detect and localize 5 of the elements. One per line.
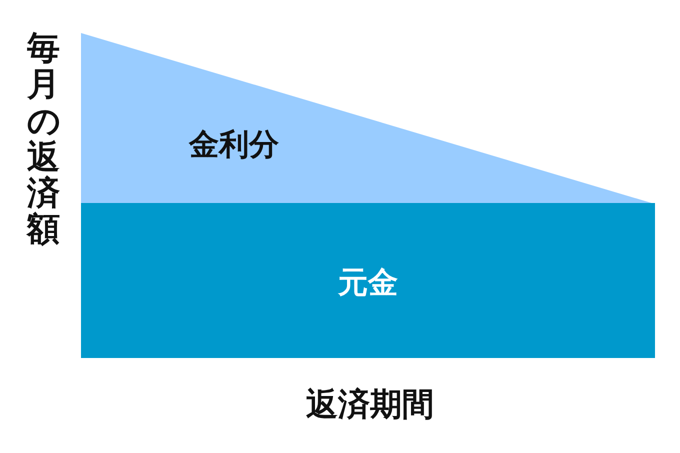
area-label: 元金 [338,264,398,302]
area-label: 金利分 [189,126,279,164]
x-axis-label: 返済期間 [306,384,434,425]
y-axis-label: 毎月の返済額 [27,30,60,248]
principal-rect [81,203,655,358]
